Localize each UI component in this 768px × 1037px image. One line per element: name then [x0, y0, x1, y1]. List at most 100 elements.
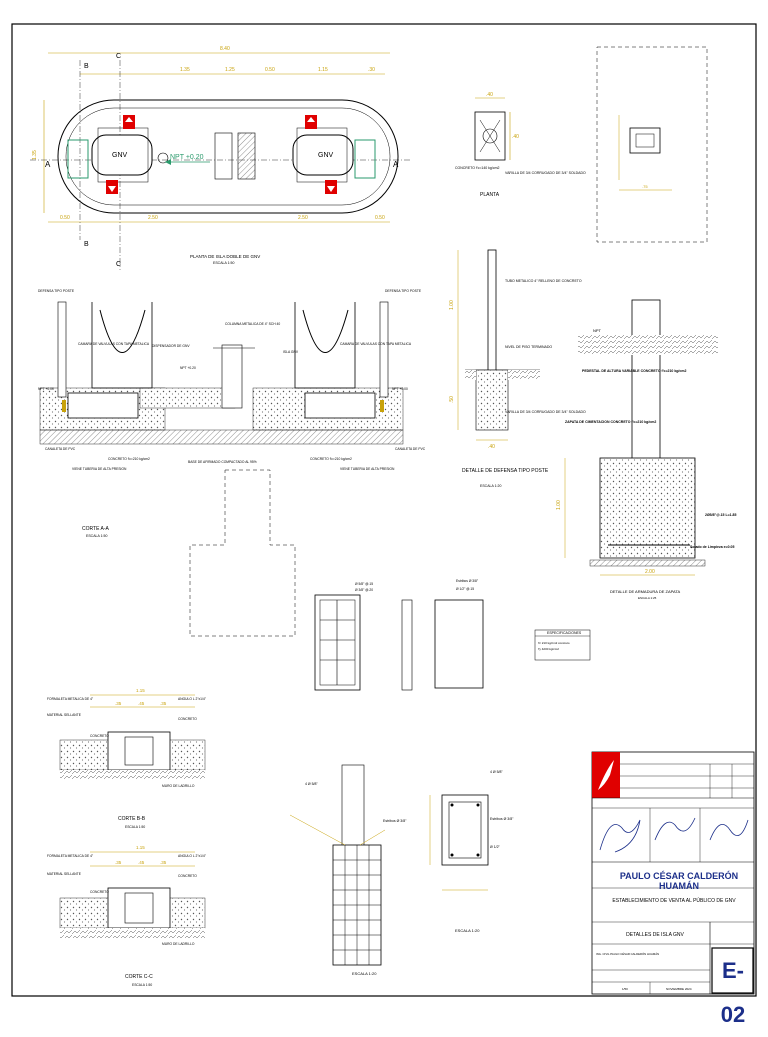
section-aa-label-canaleta-left: CANALETA DE PVC — [45, 447, 76, 451]
post-detail-height: 1.00 — [449, 300, 455, 310]
section-aa-label-canaleta-right: CANALETA DE PVC — [395, 447, 426, 451]
dispenser-left-body — [91, 134, 153, 176]
post-detail-width: .40 — [488, 444, 495, 450]
section-aa-label-valve-left: CAMARA DE VALVULAS CON TAPA METALICA — [78, 342, 150, 346]
post-detail-note-rebar: VARILLA DE 3/4 CORRUGADO DE 3/4" SOLDADO — [505, 410, 586, 414]
section-cc-dim-3: .35 — [160, 860, 167, 865]
post-detail-depth: .50 — [449, 396, 455, 403]
footing-width: 2.00 — [645, 569, 655, 575]
column-details: Ø 5/8" @.15 Ø 3/8" @.20 Estribos Ø 3/8" … — [314, 579, 484, 691]
section-bb-label-6: ANGULO L 2"x1/4" — [178, 697, 207, 701]
dispenser-left-label: GNV — [112, 152, 128, 159]
section-bb: 1.15 .35 .45 .35 FORMALETA METALICA DE 4… — [47, 688, 207, 829]
section-cc-label-3: CONCRETO — [90, 890, 109, 894]
section-bb-label-2: MATERIAL SELLANTE — [47, 713, 82, 717]
section-cc: 1.15 .35 .45 .35 FORMALETA METALICA DE 4… — [47, 845, 207, 987]
column-section-label-1: 4 Ø 5/8" — [490, 770, 503, 774]
dispenser-right-label: GNV — [318, 152, 334, 159]
drawing-title: DETALLES DE ISLA GNV — [626, 932, 684, 938]
plan-dim-top-3: 0.50 — [265, 67, 275, 73]
section-aa-label-npt00-right: NPT +0.00 — [392, 387, 408, 391]
column-elevation-scale: ESCALA 1:20 — [352, 971, 377, 976]
title-block: ING. CIVIL PAULO CÉSAR CALDERÓN HUAMÁN 1… — [591, 751, 755, 995]
section-bb-dim-1: .35 — [115, 701, 122, 706]
plan-dim-top-2: 1.25 — [225, 67, 235, 73]
section-aa-label-isla: ISLA GNV — [283, 350, 299, 354]
section-aa: DEFENSA TIPO POSTE DEFENSA TIPO POSTE CA… — [38, 289, 426, 637]
project-name: ESTABLECIMIENTO DE VENTA AL PÚBLICO DE G… — [612, 898, 736, 904]
section-aa-label-concrete-left: CONCRETO f'c=210 kg/cm2 — [108, 457, 150, 461]
section-aa-title: CORTE A-A — [82, 526, 110, 532]
plan-section-c-bottom: C — [116, 261, 121, 268]
section-bb-label-3: CONCRETO — [90, 734, 109, 738]
section-aa-label-pipe-right: VIENE TUBERIA DE ALTA PRESION — [340, 467, 395, 471]
section-cc-label-1: FORMALETA METALICA DE 4" — [47, 854, 94, 858]
title-block-scale: 1/50 — [622, 987, 628, 991]
footing-plan-dim: .75 — [642, 184, 648, 189]
sheet-number: E-02 — [720, 958, 746, 1027]
plan-dim-width: 1.35 — [32, 150, 38, 160]
section-cc-dim-2: .45 — [138, 860, 145, 865]
section-aa-scale: ESCALA 1:50 — [86, 534, 107, 538]
section-cc-dim-1: .35 — [115, 860, 122, 865]
section-aa-label-base: BASE DE AFIRMADO COMPACTADO AL 95% — [188, 460, 257, 464]
plan-dim-bottom-1: 0.50 — [60, 215, 70, 221]
section-bb-label-5: MURO DE LADRILLO — [162, 784, 195, 788]
plan-section-a-right: A — [393, 160, 399, 169]
plan-dim-top-4: 1.15 — [318, 67, 328, 73]
column-elevation: 4 Ø 5/8" Estribos Ø 3/8" ESCALA 1:20 — [289, 764, 407, 976]
section-aa-label-column: COLUMNA METALICA DE 4" SCH 40 — [225, 322, 280, 326]
plan-section-c-top: C — [116, 53, 121, 60]
footing-note-npt: NPT — [593, 328, 602, 333]
column-elevation-label-1: 4 Ø 5/8" — [305, 782, 318, 786]
section-cc-label-5: MURO DE LADRILLO — [162, 942, 195, 946]
column-detail-label-2: Ø 3/8" @.20 — [355, 588, 373, 592]
post-plan: .40 .40 CONCRETO f'c=140 kg/cm2 VARILLA … — [455, 92, 586, 198]
column-section-label-3: Ø 1/2" — [490, 845, 501, 849]
post-detail-note-level: NIVEL DE PISO TERMINADO — [505, 345, 552, 349]
specifications-title: ESPECIFICACIONES — [547, 631, 582, 635]
specifications-line-2: f'y 4200 kg/cm2 — [538, 647, 559, 651]
red-markers — [106, 115, 337, 194]
post-detail-scale: ESCALA 1:20 — [480, 484, 501, 488]
plan-dim-top-1: 1.35 — [180, 67, 190, 73]
footing-height: 1.00 — [556, 500, 562, 510]
island-plan: 8.40 1.35 1.25 0.50 1.15 .30 0.50 2.50 2… — [30, 46, 410, 270]
professional-name: PAULO CÉSAR CALDERÓN HUAMÁN — [619, 871, 739, 891]
plan-section-b-top: B — [84, 63, 89, 70]
post-plan-note-concrete: CONCRETO f'c=140 kg/cm2 — [455, 166, 500, 170]
post-plan-title: PLANTA — [480, 192, 500, 198]
plan-section-a-left: A — [45, 160, 51, 169]
post-detail-note-tube: TUBO METALICO 4" RELLENO DE CONCRETO — [505, 279, 582, 283]
plan-dim-bottom-2: 2.50 — [148, 215, 158, 221]
specifications: ESPECIFICACIONES f'c 210 kg/cm2 concreto… — [534, 629, 591, 661]
section-aa-label-valve-right: CAMARA DE VALVULAS CON TAPA METALICA — [340, 342, 412, 346]
post-plan-dim-side: .40 — [512, 134, 519, 140]
footing-plan: .75 — [596, 46, 708, 243]
plan-dim-bottom-3: 2.50 — [298, 215, 308, 221]
section-cc-scale: ESCALA 1:50 — [132, 983, 152, 987]
column-detail-label-1: Ø 5/8" @.15 — [355, 582, 373, 586]
plan-dim-bottom-4: 0.50 — [375, 215, 385, 221]
section-aa-label-post-right: DEFENSA TIPO POSTE — [385, 289, 422, 293]
section-bb-label-1: FORMALETA METALICA DE 4" — [47, 697, 94, 701]
column-elevation-label-2: Estribos Ø 3/8" — [383, 819, 407, 823]
section-cc-label-2: MATERIAL SELLANTE — [47, 872, 82, 876]
footing-detail: 2.00 1.00 PEDESTAL DE ALTURA VARIABLE CO… — [556, 299, 736, 600]
column-section-label-2: Estribos Ø 3/8" — [490, 817, 514, 821]
footing-scale: ESCALA 1:25 — [638, 596, 657, 600]
post-plan-note-rebar: VARILLA DE 3/4 CORRUGADO DE 3/4" SOLDADO — [505, 171, 586, 175]
section-bb-title: CORTE B-B — [118, 816, 146, 822]
column-section: 4 Ø 5/8" Estribos Ø 3/8" Ø 1/2" ESCALA 1… — [429, 770, 514, 933]
footing-title: DETALLE DE ARMADURA DE ZAPATA — [610, 589, 680, 594]
sheet-border — [11, 23, 757, 997]
footing-note-bars: 2Ø5/8"@.15 L=1.85 — [705, 513, 736, 517]
section-cc-label-4: CONCRETO — [178, 874, 197, 878]
footing-note-solado: Solado de Limpieza e=0.05 — [690, 545, 735, 549]
section-bb-dim-3: .35 — [160, 701, 167, 706]
section-bb-dim-total: 1.15 — [136, 688, 145, 693]
section-cc-dim-total: 1.15 — [136, 845, 145, 850]
plan-section-b-bottom: B — [84, 241, 89, 248]
plan-title: PLANTA DE ISLA DOBLE DE GNV — [190, 254, 260, 259]
